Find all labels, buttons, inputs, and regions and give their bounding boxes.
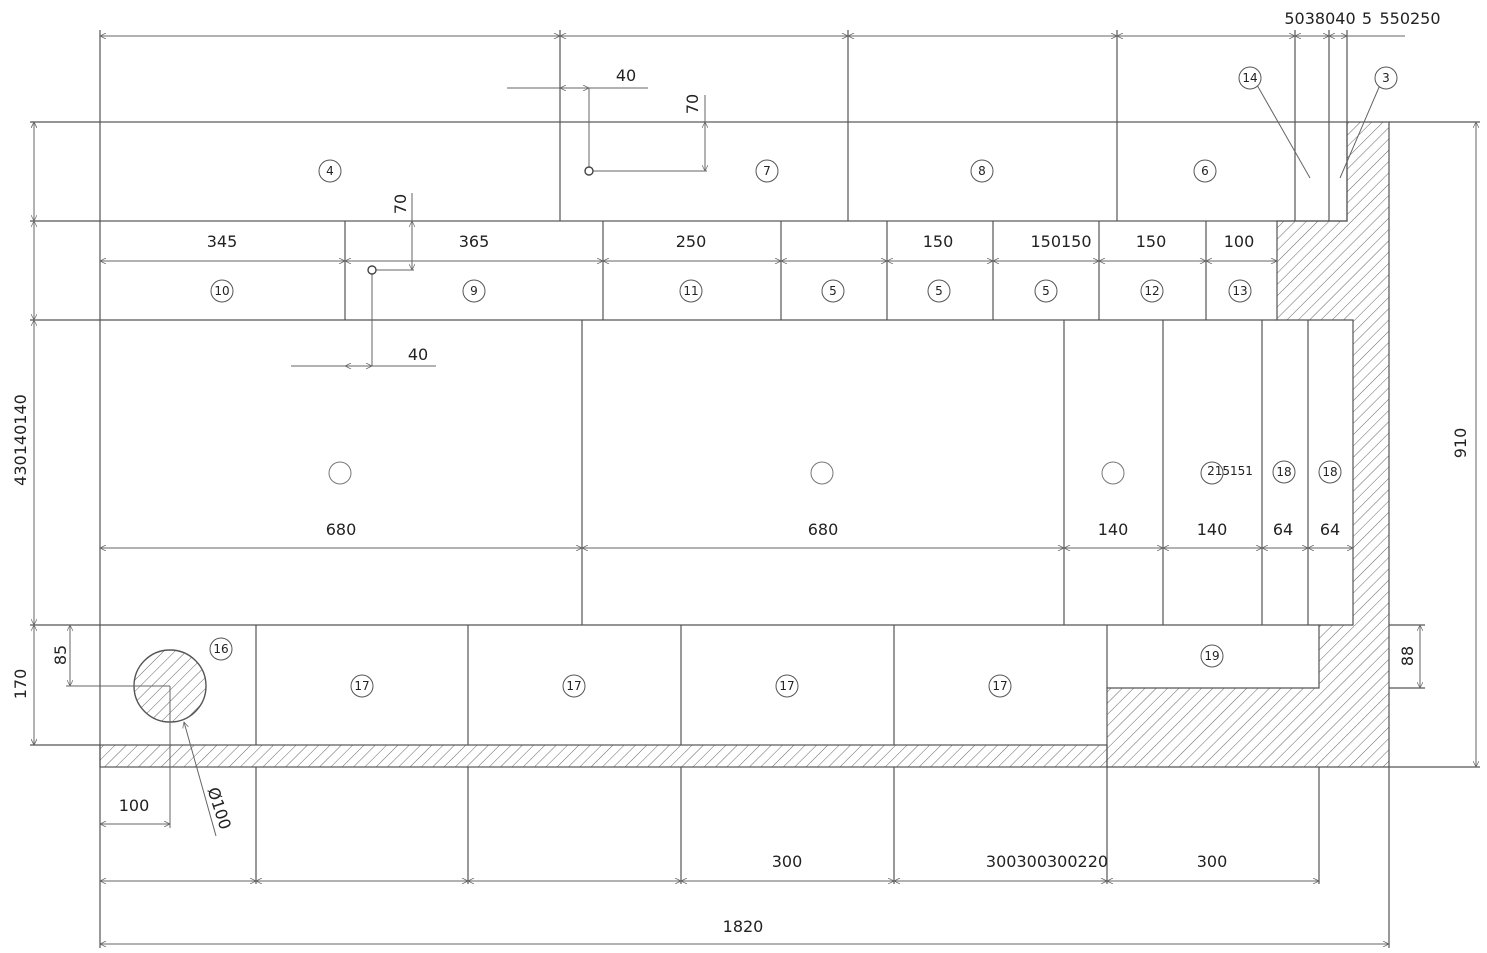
part-tag: 17 (775, 674, 799, 698)
part-tag: 18 (1272, 460, 1296, 484)
part-tag-label: 3 (1382, 71, 1390, 85)
part-tag: 9 (462, 279, 486, 303)
part-tag-label: 17 (992, 679, 1007, 693)
bottom-dim: 300300300220 (986, 852, 1108, 871)
main-dim: 680 (326, 520, 357, 539)
part-tag-label: 7 (763, 164, 771, 178)
top-dim-3: 550250 (1379, 9, 1440, 28)
main-dim: 140 (1098, 520, 1129, 539)
main-dim: 140 (1197, 520, 1228, 539)
row1-dim: 365 (459, 232, 490, 251)
part-tag: 5 (927, 279, 951, 303)
part-tag-label: 17 (566, 679, 581, 693)
offset-70-top: 70 (683, 94, 702, 114)
hatched-regions (99, 121, 1390, 768)
row1-dim: 150 (1136, 232, 1167, 251)
part-tag-label: 5 (829, 284, 837, 298)
part-tag-label: 12 (1144, 284, 1159, 298)
hatch-bottom-strip (99, 744, 1108, 768)
right-height: 910 (1451, 428, 1470, 459)
part-tag-label: 19 (1204, 649, 1219, 663)
offset-70-row1: 70 (391, 194, 410, 214)
part-tag: 5 (1034, 279, 1058, 303)
hole-offset: 100 (119, 796, 150, 815)
top-dim-2: 5 (1362, 9, 1372, 28)
part-tags: 4 7 8 6 14 3 10 9 11 5 5 5 12 13 215151 … (209, 66, 1398, 698)
dimension-texts: 5038040 5 550250 40 70 70 40 345 365 250… (11, 9, 1470, 936)
top-band-outline (99, 121, 1348, 222)
top-dim-1: 5038040 (1284, 9, 1355, 28)
part-tag: 14 (1238, 66, 1262, 90)
hole-marker (810, 461, 834, 485)
part-tag: 11 (679, 279, 703, 303)
right-small-height: 88 (1398, 646, 1417, 666)
part-tag: 17 (562, 674, 586, 698)
part-tag: 17 (350, 674, 374, 698)
bottom-dim: 300 (772, 852, 803, 871)
part-tag-label: 18 (1322, 465, 1337, 479)
part-tag: 7 (755, 159, 779, 183)
part-tag: 6 (1193, 159, 1217, 183)
bottom-dim: 300 (1197, 852, 1228, 871)
part-tag-label: 11 (683, 284, 698, 298)
bottom-left-height: 170 (11, 669, 30, 700)
ref-point-top (584, 166, 594, 176)
part-tag-label: 10 (214, 284, 229, 298)
part-tag: 16 (209, 637, 233, 661)
overall-width: 1820 (723, 917, 764, 936)
part-tag: 19 (1200, 644, 1224, 668)
part-tag-label: 18 (1276, 465, 1291, 479)
small-height: 85 (51, 645, 70, 665)
part-tag: 17 (988, 674, 1012, 698)
part-tag-label: 8 (978, 164, 986, 178)
part-tag-label: 13 (1232, 284, 1247, 298)
hole-marker (1101, 461, 1125, 485)
left-height: 430140140 (11, 394, 30, 486)
ref-point-row1 (367, 265, 377, 275)
part-tag: 18 (1318, 460, 1342, 484)
part-tag-label: 17 (354, 679, 369, 693)
part-tag: 5 (821, 279, 845, 303)
part-tag: 13 (1228, 279, 1252, 303)
row1-dim: 345 (207, 232, 238, 251)
part-tag: 8 (970, 159, 994, 183)
panel-lines (30, 30, 1480, 948)
part-tag-label: 215151 (1207, 464, 1253, 478)
dimension-lines (34, 36, 1476, 944)
main-dim: 680 (808, 520, 839, 539)
part-tag-label: 16 (213, 642, 228, 656)
part-tag-label: 17 (779, 679, 794, 693)
part-tag-label: 4 (326, 164, 334, 178)
offset-40-row1: 40 (408, 345, 428, 364)
part-tag: 10 (210, 279, 234, 303)
row1-dim: 100 (1224, 232, 1255, 251)
row1-dim: 250 (676, 232, 707, 251)
main-dim: 64 (1320, 520, 1340, 539)
part-tag-label: 5 (1042, 284, 1050, 298)
part-tag: 215151 (1200, 461, 1253, 485)
offset-40-top: 40 (616, 66, 636, 85)
row1-dim: 150 (923, 232, 954, 251)
part-tag-label: 9 (470, 284, 478, 298)
row1-dim: 150150 (1030, 232, 1091, 251)
part-tag-label: 14 (1242, 71, 1257, 85)
part-tag-label: 6 (1201, 164, 1209, 178)
main-dim: 64 (1273, 520, 1293, 539)
part-tag: 3 (1374, 66, 1398, 90)
hole-marker (328, 461, 352, 485)
part-tag: 4 (318, 159, 342, 183)
part-tag-label: 5 (935, 284, 943, 298)
part-tag: 12 (1140, 279, 1164, 303)
